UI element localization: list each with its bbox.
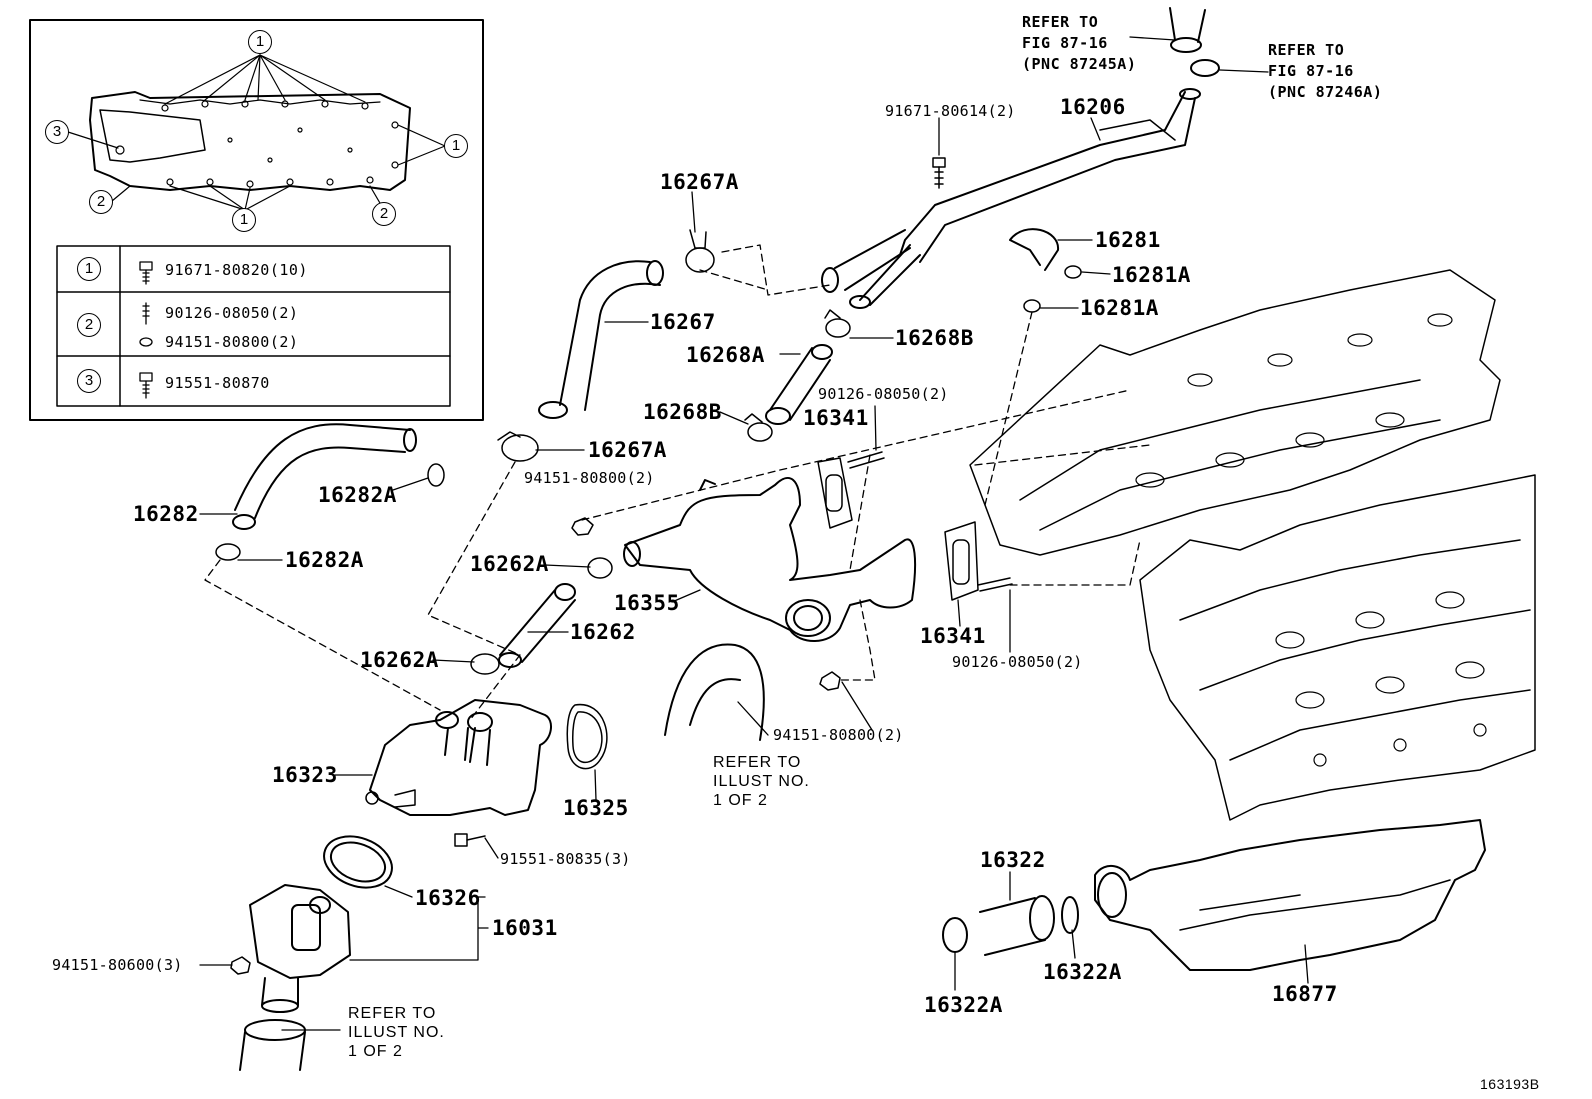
label-91551-80835: 91551-80835(3): [500, 850, 631, 868]
legend-key-3: 3: [77, 369, 101, 393]
legend-key-1: 1: [77, 257, 101, 281]
label-16281A-2: 16281A: [1080, 296, 1159, 320]
label-16281: 16281: [1095, 228, 1161, 252]
clamp-16267A: [497, 229, 715, 462]
inset-gasket: [89, 91, 411, 191]
label-16267A-bottom: 16267A: [588, 438, 667, 462]
clamp-16281A: [1023, 265, 1082, 313]
label-16322A-2: 16322A: [924, 993, 1003, 1017]
label-16325: 16325: [563, 796, 629, 820]
callout-circle-1-bottom: 1: [232, 208, 256, 232]
label-16262A-1: 16262A: [470, 552, 549, 576]
label-16322: 16322: [980, 848, 1046, 872]
thermostat-16031: [249, 884, 351, 1013]
legend-part-91671: 91671-80820(10): [165, 261, 308, 279]
cylinder-head-upper: [969, 269, 1501, 556]
label-16268B-2: 16268B: [643, 400, 722, 424]
pipe-bottom: [239, 1019, 306, 1071]
label-16282A-1: 16282A: [318, 483, 397, 507]
clamp-16262A: [470, 557, 613, 675]
label-94151-80800-b: 94151-80800(2): [773, 726, 904, 744]
legend-part-91551: 91551-80870: [165, 374, 270, 392]
callout-circle-1-top: 1: [248, 30, 272, 54]
label-16322A-1: 16322A: [1043, 960, 1122, 984]
label-16268B-1: 16268B: [895, 326, 974, 350]
legend-bolt-icon: [139, 261, 153, 399]
hose-16282: [232, 423, 417, 530]
water-outlet-16355: [623, 477, 917, 642]
label-16268A: 16268A: [686, 343, 765, 367]
label-16267A-top: 16267A: [660, 170, 739, 194]
clamp-16268B: [744, 309, 851, 442]
callout-circle-3: 3: [45, 120, 69, 144]
label-16355: 16355: [614, 591, 680, 615]
label-16282A-2: 16282A: [285, 548, 364, 572]
hose-reference: [664, 643, 765, 741]
label-16877: 16877: [1272, 982, 1338, 1006]
figure-id: 163193B: [1480, 1076, 1540, 1092]
water-pipe-16206: [821, 7, 1220, 309]
dashed-leaders: [204, 244, 1151, 721]
callout-circle-2-right: 2: [372, 202, 396, 226]
hose-16267: [538, 260, 664, 419]
label-16323: 16323: [272, 763, 338, 787]
bolt-icon: [932, 157, 946, 189]
label-16031: 16031: [492, 916, 558, 940]
hose-16281: [1009, 228, 1060, 271]
label-90126-08050-top: 90126-08050(2): [818, 385, 949, 403]
legend-part-90126: 90126-08050(2): [165, 304, 299, 322]
label-94151-80800-a: 94151-80800(2): [524, 469, 655, 487]
legend-key-2: 2: [77, 313, 101, 337]
label-16341-bottom: 16341: [920, 624, 986, 648]
legend-part-94151: 94151-80800(2): [165, 333, 299, 351]
gasket-16341: [817, 457, 979, 601]
hose-16262: [498, 583, 576, 668]
cylinder-head-lower: [1139, 474, 1536, 821]
label-16341-top: 16341: [803, 406, 869, 430]
label-16262A-2: 16262A: [360, 648, 439, 672]
label-leaders: [199, 36, 1309, 1031]
label-16206: 16206: [1060, 95, 1126, 119]
label-16262: 16262: [570, 620, 636, 644]
bolt-91551: [454, 833, 486, 847]
gasket-16326: [323, 835, 393, 889]
label-16282: 16282: [133, 502, 199, 526]
gasket-16325: [566, 704, 608, 770]
water-inlet-16322: [942, 895, 1079, 956]
cover-16877: [1094, 819, 1486, 971]
clamp-16282A: [215, 463, 445, 561]
label-90126-08050-bottom: 90126-08050(2): [952, 653, 1083, 671]
label-16326: 16326: [415, 886, 481, 910]
label-16281A-1: 16281A: [1112, 263, 1191, 287]
label-91671-80614: 91671-80614(2): [885, 102, 1016, 120]
stud-90126: [847, 451, 1013, 592]
nut-94151: [230, 517, 841, 975]
callout-circle-1-right: 1: [444, 134, 468, 158]
inset-panel: [29, 19, 484, 421]
housing-16323: [365, 699, 552, 816]
label-94151-80600: 94151-80600(3): [52, 956, 183, 974]
callout-circle-2-left: 2: [89, 190, 113, 214]
hose-16268A: [765, 344, 833, 425]
label-16267: 16267: [650, 310, 716, 334]
